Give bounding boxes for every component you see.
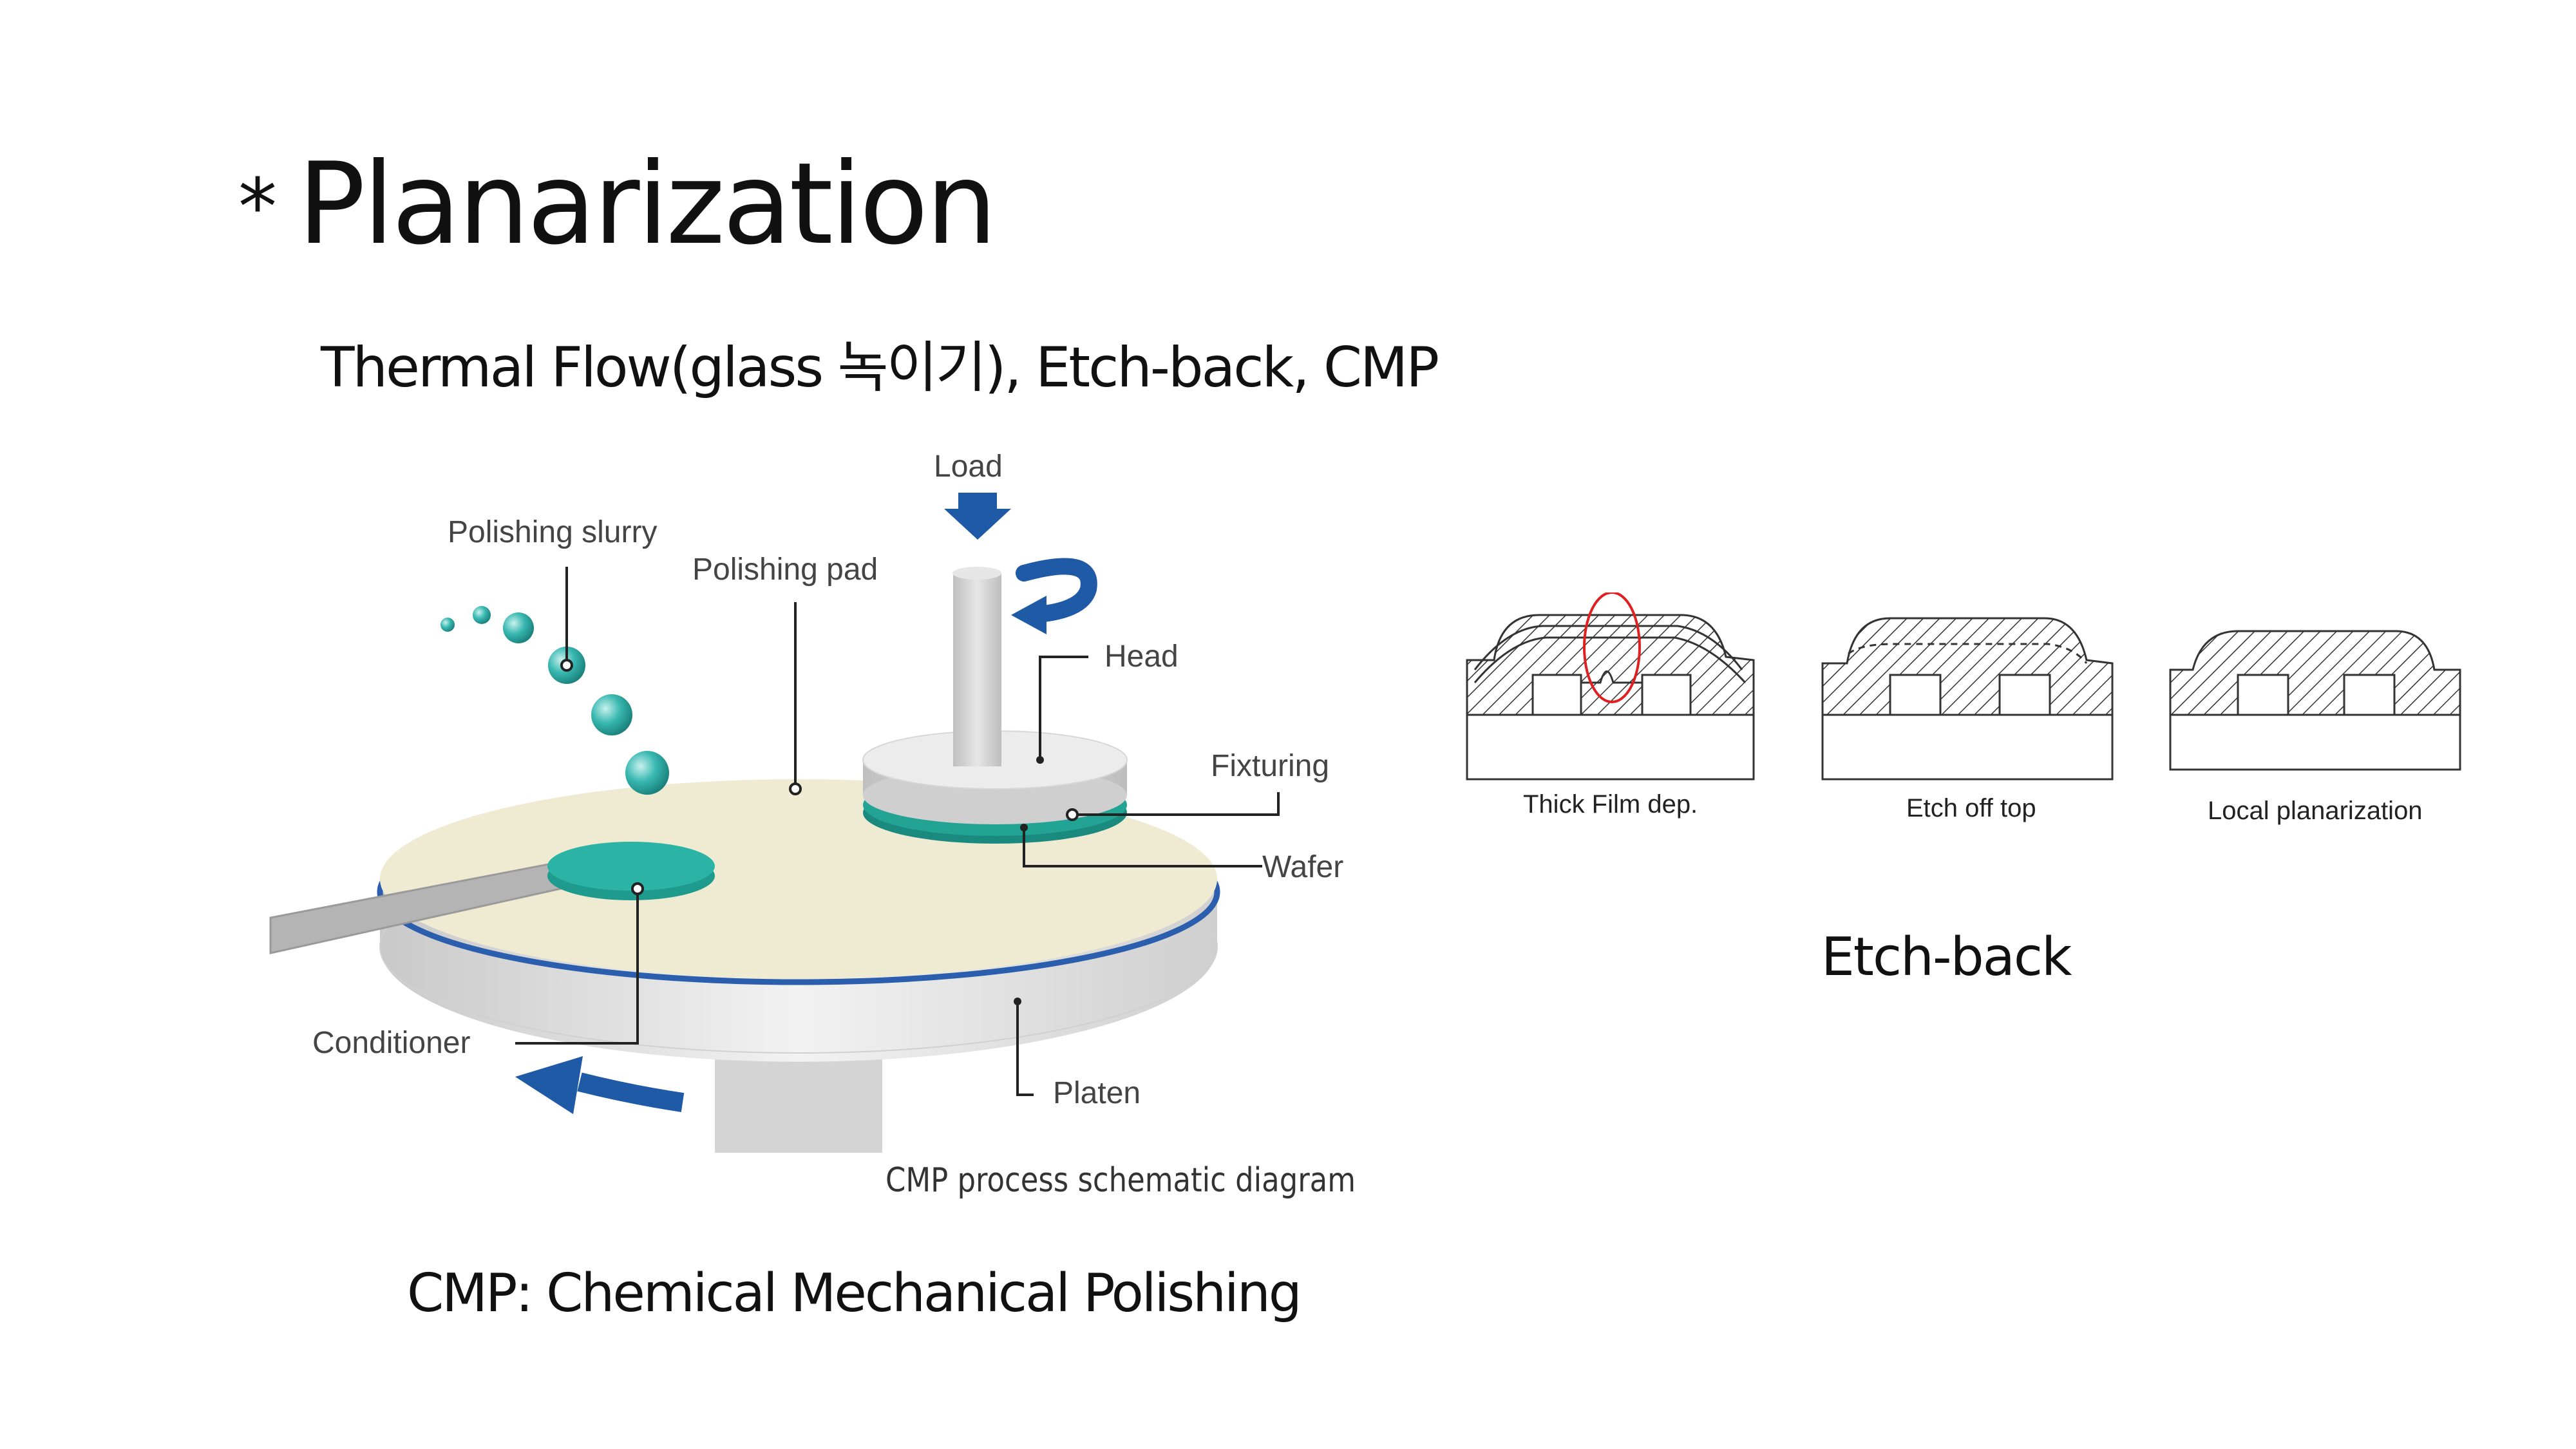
cmp-diagram-caption: CMP process schematic diagram: [886, 1161, 1356, 1200]
load-arrow: [944, 493, 1011, 540]
slurry-drop-3: [503, 612, 534, 643]
cmp-diagram: Load Polishing slurry Polishing pad Head…: [269, 450, 1356, 1200]
panel-label-local-planarization: Local planarization: [2208, 797, 2423, 825]
panel-label-etch-off-top: Etch off top: [1906, 794, 2036, 822]
head-rotation-arrow: [1016, 558, 1097, 623]
slurry-drop-6: [625, 751, 669, 795]
platen-rotation-arrow-head: [515, 1056, 583, 1114]
leader-conditioner: [515, 889, 639, 1045]
etch-back-diagram: Thick Film dep. Etch off top Local plana…: [1466, 592, 2461, 825]
platen-rotation-arrow: [577, 1072, 685, 1112]
bullet-star: *: [238, 163, 277, 253]
etch-back-caption: Etch-back: [1821, 927, 2072, 988]
cmp-definition: CMP: Chemical Mechanical Polishing: [407, 1263, 1302, 1324]
label-fixturing: Fixturing: [1211, 749, 1329, 783]
slurry-drop-5: [591, 694, 632, 735]
label-conditioner: Conditioner: [312, 1026, 471, 1060]
slurry-drop-2: [473, 606, 491, 624]
page-title: *Planarization: [238, 148, 997, 261]
panel-label-thick-film: Thick Film dep.: [1523, 790, 1698, 819]
title-text: Planarization: [298, 139, 997, 270]
head-shaft: [953, 573, 1001, 766]
panel-etch-off-top: [1821, 617, 2114, 781]
label-head: Head: [1104, 639, 1179, 674]
label-polishing-slurry: Polishing slurry: [448, 515, 657, 549]
label-platen: Platen: [1053, 1076, 1141, 1110]
head-shaft-top: [952, 567, 1001, 580]
subtitle: Thermal Flow(glass 녹이기), Etch-back, CMP: [321, 336, 1439, 400]
leader-fixturing: [1072, 792, 1280, 816]
conditioner-disk: [547, 842, 715, 891]
panel-thick-film: [1466, 592, 1755, 781]
slurry-drop-1: [440, 618, 455, 632]
leader-platen: [1016, 1001, 1034, 1096]
void-highlight-circle: [1583, 592, 1641, 703]
panel-local-planarization: [2169, 630, 2461, 771]
label-load: Load: [934, 450, 1003, 484]
leader-head: [1039, 656, 1088, 760]
label-wafer: Wafer: [1262, 850, 1343, 884]
head-rotation-arrow-head: [1011, 596, 1046, 634]
leader-wafer: [1023, 828, 1262, 867]
label-polishing-pad: Polishing pad: [692, 553, 878, 587]
